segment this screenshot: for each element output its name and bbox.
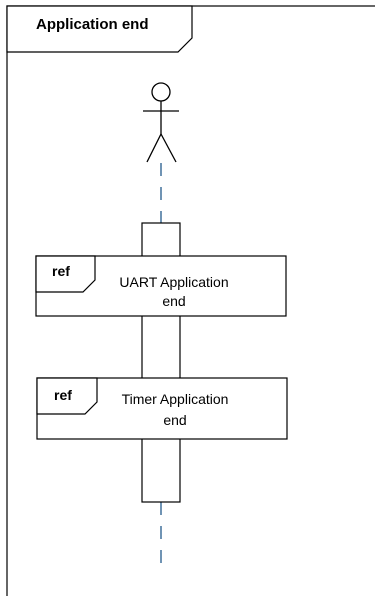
ref-label-line2: end [163,412,186,428]
frame-title: Application end [36,16,149,33]
interaction-ref-uart: ref UART Application end [35,255,287,317]
frame-title-box [6,5,193,53]
ref-tag-box [36,377,98,415]
ref-tag-box [35,255,96,293]
ref-tag: ref [54,387,72,403]
ref-label-line1: UART Application [119,274,228,290]
stick-figure-actor-icon [143,82,179,163]
frame-border [6,5,375,596]
ref-label-line2: end [162,293,185,309]
ref-tag: ref [52,263,70,279]
ref-label-line1: Timer Application [122,391,229,407]
interaction-ref-timer: ref Timer Application end [36,377,288,440]
